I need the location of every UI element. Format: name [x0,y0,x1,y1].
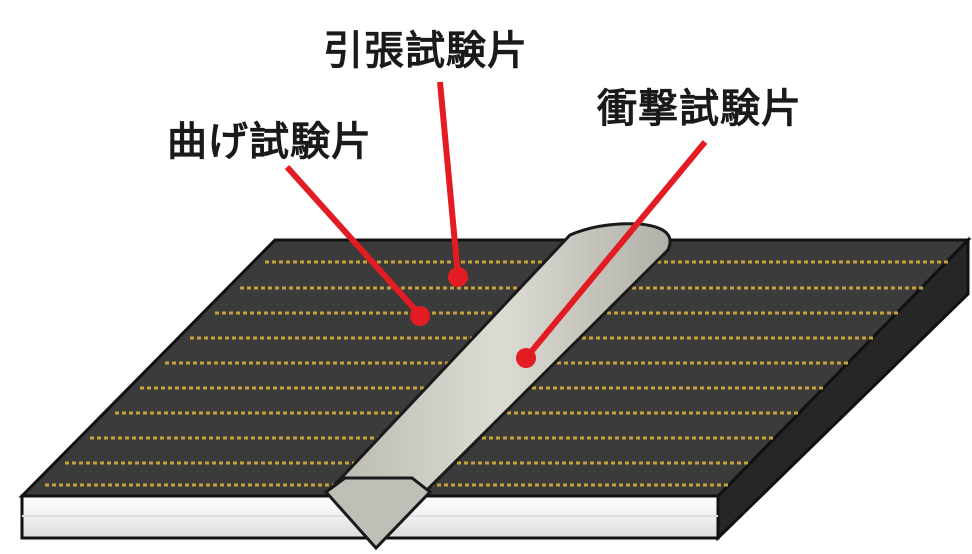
impact-specimen-label: 衝撃試験片 [597,86,802,132]
specimen-lines [45,260,950,487]
pointer-bend [284,164,430,326]
weld-cross-section [323,476,433,551]
pointer-impact-dot [516,348,536,368]
pointer-bend-dot [410,306,430,326]
pointer-tensile [437,81,468,287]
pointer-tensile-dot [448,267,468,287]
bend-specimen-label: 曲げ試験片 [167,119,372,165]
pointer-impact [516,140,708,368]
tensile-specimen-label: 引張試験片 [323,28,528,74]
